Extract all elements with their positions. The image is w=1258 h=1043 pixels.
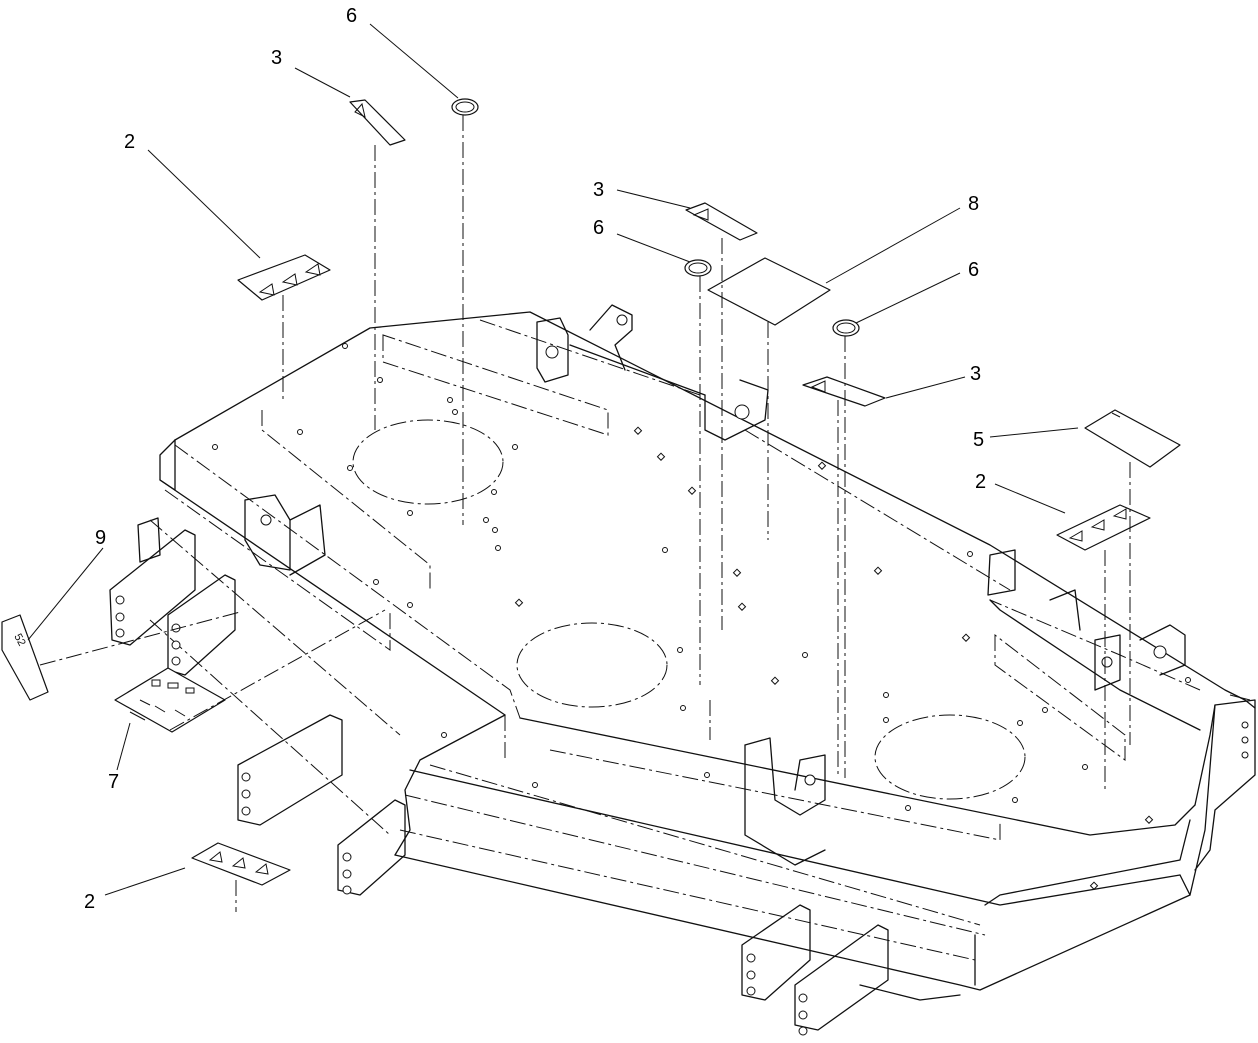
decal-3-upper-left (349, 99, 406, 146)
rear-hitch-brackets (244, 304, 1186, 866)
callout-6-middle: 6 (593, 217, 604, 239)
decals: 52 (1, 98, 1181, 886)
decal-2-upper-left (237, 254, 331, 301)
blade-openings (352, 419, 1026, 800)
deck-holes (212, 343, 1191, 890)
roller-bracket-2 (167, 574, 236, 676)
mower-deck (149, 311, 1256, 1001)
right-spindle-opening (874, 714, 1026, 800)
callout-6-right: 6 (968, 259, 979, 281)
decal-5 (1084, 409, 1181, 468)
placement-lines (39, 115, 1131, 912)
callout-3-middle: 3 (593, 179, 604, 201)
callout-6-upper: 6 (346, 5, 357, 27)
callout-8: 8 (968, 193, 979, 215)
center-spindle-opening (516, 622, 668, 708)
decal-6-right (832, 319, 860, 337)
decal-8 (707, 257, 831, 326)
left-spindle-opening (352, 419, 504, 505)
callout-3-upper-left: 3 (271, 47, 282, 69)
decal-6-middle (684, 259, 712, 277)
right-rear-bracket (1241, 721, 1249, 759)
decal-9-lettering: 52 (11, 632, 27, 648)
roller-bracket-1 (109, 529, 196, 646)
decal-6-upper (451, 98, 479, 116)
baffles (261, 319, 1126, 841)
callout-2-upper-left: 2 (124, 131, 135, 153)
roller-bracket-3 (237, 714, 343, 826)
callout-3-right: 3 (970, 363, 981, 385)
roller-bracket-4 (337, 799, 406, 896)
roller-brackets (109, 517, 1249, 1036)
roller-bracket-6 (794, 924, 889, 1036)
decal-7 (114, 667, 226, 733)
callout-7: 7 (108, 771, 119, 793)
decal-2-right (1056, 504, 1151, 551)
roller-bracket-5 (741, 904, 811, 1001)
callout-9: 9 (95, 527, 106, 549)
callout-numbers: 6 3 2 3 6 8 6 3 5 2 9 7 2 (84, 5, 986, 913)
decal-3-right (802, 376, 886, 407)
callout-2-right: 2 (975, 471, 986, 493)
callout-2-lower-left: 2 (84, 891, 95, 913)
leader-lines (27, 23, 1079, 896)
decal-3-middle (685, 202, 758, 241)
decal-2-lower-left (191, 842, 291, 886)
decal-9: 52 (1, 614, 49, 701)
callout-5: 5 (973, 429, 984, 451)
